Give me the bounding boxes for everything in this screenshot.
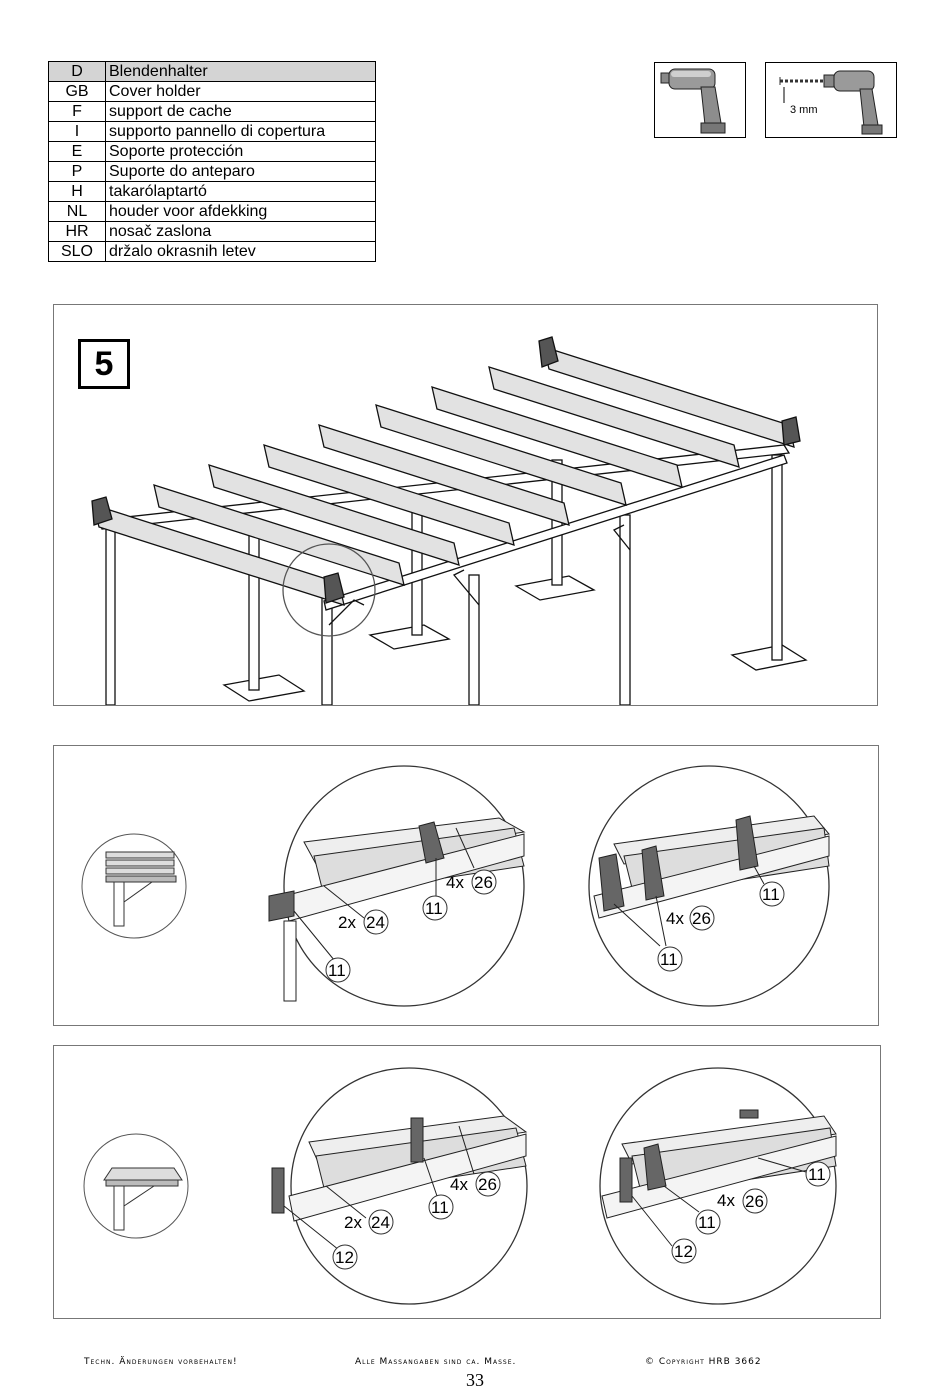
svg-text:11: 11 <box>425 899 443 918</box>
svg-text:11: 11 <box>698 1213 716 1232</box>
drill-tool-box <box>654 62 746 138</box>
svg-text:11: 11 <box>431 1198 449 1217</box>
svg-text:24: 24 <box>371 1213 390 1232</box>
detail-b-illustration: 2x 24 4x 26 11 12 4x 26 11 <box>83 1067 837 1305</box>
svg-text:26: 26 <box>745 1192 764 1211</box>
svg-text:26: 26 <box>478 1175 497 1194</box>
footer-copyright: © Copyright HRB 3662 <box>645 1357 762 1367</box>
svg-text:11: 11 <box>762 885 780 904</box>
svg-text:11: 11 <box>808 1165 826 1184</box>
svg-text:26: 26 <box>474 873 493 892</box>
svg-text:2x: 2x <box>338 913 356 932</box>
side-view-icon-a <box>81 833 187 939</box>
drill-bit-tool-box: 3 mm <box>765 62 897 138</box>
side-view-icon-b <box>83 1133 189 1239</box>
page-number: 33 <box>466 1370 484 1390</box>
footer-measurements-note: Alle Massangaben sind ca. Masse. <box>355 1357 517 1367</box>
drill-icon <box>660 68 726 134</box>
detail-a-left-circle: 2x 24 4x 26 11 11 <box>268 765 526 1007</box>
svg-text:4x: 4x <box>446 873 464 892</box>
svg-text:12: 12 <box>335 1248 354 1267</box>
svg-text:2x: 2x <box>344 1213 362 1232</box>
step-5-overview-panel: 5 <box>53 304 878 706</box>
detail-b-right-circle: 4x 26 11 11 12 <box>599 1067 837 1305</box>
svg-text:26: 26 <box>692 909 711 928</box>
svg-text:11: 11 <box>328 961 346 980</box>
pergola-overview-illustration <box>91 336 808 705</box>
svg-text:4x: 4x <box>450 1175 468 1194</box>
svg-text:12: 12 <box>674 1242 693 1261</box>
svg-text:24: 24 <box>366 913 385 932</box>
drill-bit-icon: 3 mm <box>779 70 883 135</box>
svg-text:4x: 4x <box>717 1191 735 1210</box>
detail-a-right-circle: 4x 26 11 11 <box>588 765 830 1007</box>
detail-b-left-circle: 2x 24 4x 26 11 12 <box>271 1067 528 1305</box>
step-number: 5 <box>78 339 130 389</box>
detail-a-illustration: 2x 24 4x 26 11 11 4x 26 1 <box>81 765 830 1007</box>
detail-panel-b: 2x 24 4x 26 11 12 4x 26 11 <box>53 1045 881 1319</box>
svg-text:4x: 4x <box>666 909 684 928</box>
detail-panel-a: 2x 24 4x 26 11 11 4x 26 1 <box>53 745 879 1026</box>
bit-size-label: 3 mm <box>790 104 818 116</box>
footer-disclaimer: Techn. Änderungen vorbehalten! <box>84 1357 238 1367</box>
svg-text:11: 11 <box>660 950 678 969</box>
